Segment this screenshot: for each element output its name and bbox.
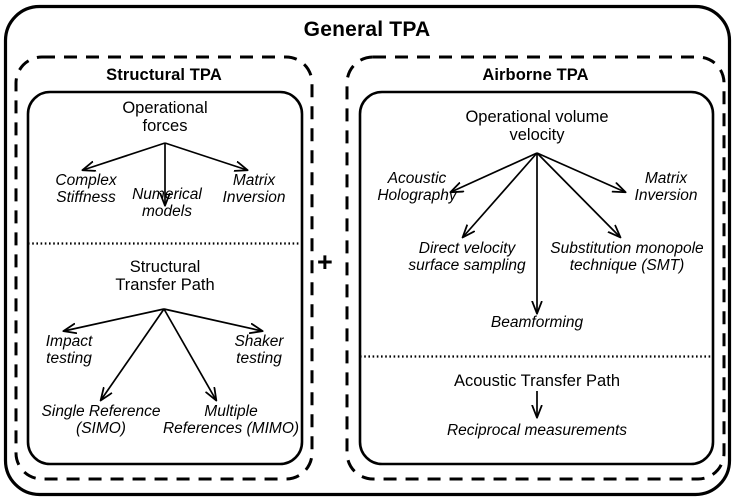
arrow-acoustic-holography: [451, 152, 538, 192]
arrow-shaker-testing: [163, 308, 262, 331]
leaf-shaker-testing: Shaker testing: [234, 333, 284, 368]
dashed-box-airborne-tpa: [345, 55, 726, 481]
dashed-box-structural-tpa: [14, 55, 314, 481]
arrow-impact-testing: [64, 308, 165, 331]
arrow-matrix-inversion-left: [164, 142, 247, 170]
leaf-substitution-monopole-technique: Substitution monopole technique (SMT): [550, 240, 704, 275]
arrow-matrix-inversion-right: [536, 152, 625, 192]
leaf-acoustic-holography: Acoustic Holography: [377, 170, 457, 205]
arrow-single-reference: [101, 308, 165, 400]
leaf-direct-velocity-surface-sampling: Direct velocity surface sampling: [408, 240, 526, 275]
outer-box-general-tpa: [3, 4, 732, 497]
inner-box-airborne-tpa: [358, 90, 715, 466]
leaf-single-reference-simo: Single Reference (SIMO): [41, 403, 161, 438]
leaf-matrix-inversion-structural: Matrix Inversion: [222, 172, 286, 207]
leaf-matrix-inversion-airborne: Matrix Inversion: [634, 170, 698, 205]
node-operational-forces: Operational forces: [122, 99, 208, 136]
arrow-complex-stiffness: [83, 142, 166, 170]
arrow-direct-velocity: [463, 152, 538, 237]
group-title-structural-tpa: Structural TPA: [106, 66, 222, 84]
arrow-multiple-references: [163, 308, 216, 400]
leaf-multiple-references-mimo: Multiple References (MIMO): [162, 403, 300, 438]
group-title-airborne-tpa: Airborne TPA: [482, 66, 589, 84]
inner-box-structural-tpa: [26, 90, 304, 466]
leaf-reciprocal-measurements: Reciprocal measurements: [446, 422, 628, 439]
node-structural-transfer-path: Structural Transfer Path: [115, 258, 215, 295]
node-operational-volume-velocity: Operational volume velocity: [465, 108, 609, 145]
leaf-beamforming: Beamforming: [490, 314, 584, 331]
page-title: General TPA: [303, 18, 431, 41]
leaf-numerical-models: Numerical models: [132, 186, 202, 221]
leaf-complex-stiffness: Complex Stiffness: [55, 172, 117, 207]
leaf-impact-testing: Impact testing: [45, 333, 93, 368]
arrow-substitution-monopole: [536, 152, 620, 237]
node-acoustic-transfer-path: Acoustic Transfer Path: [454, 372, 620, 390]
plus-operator: +: [317, 247, 333, 277]
